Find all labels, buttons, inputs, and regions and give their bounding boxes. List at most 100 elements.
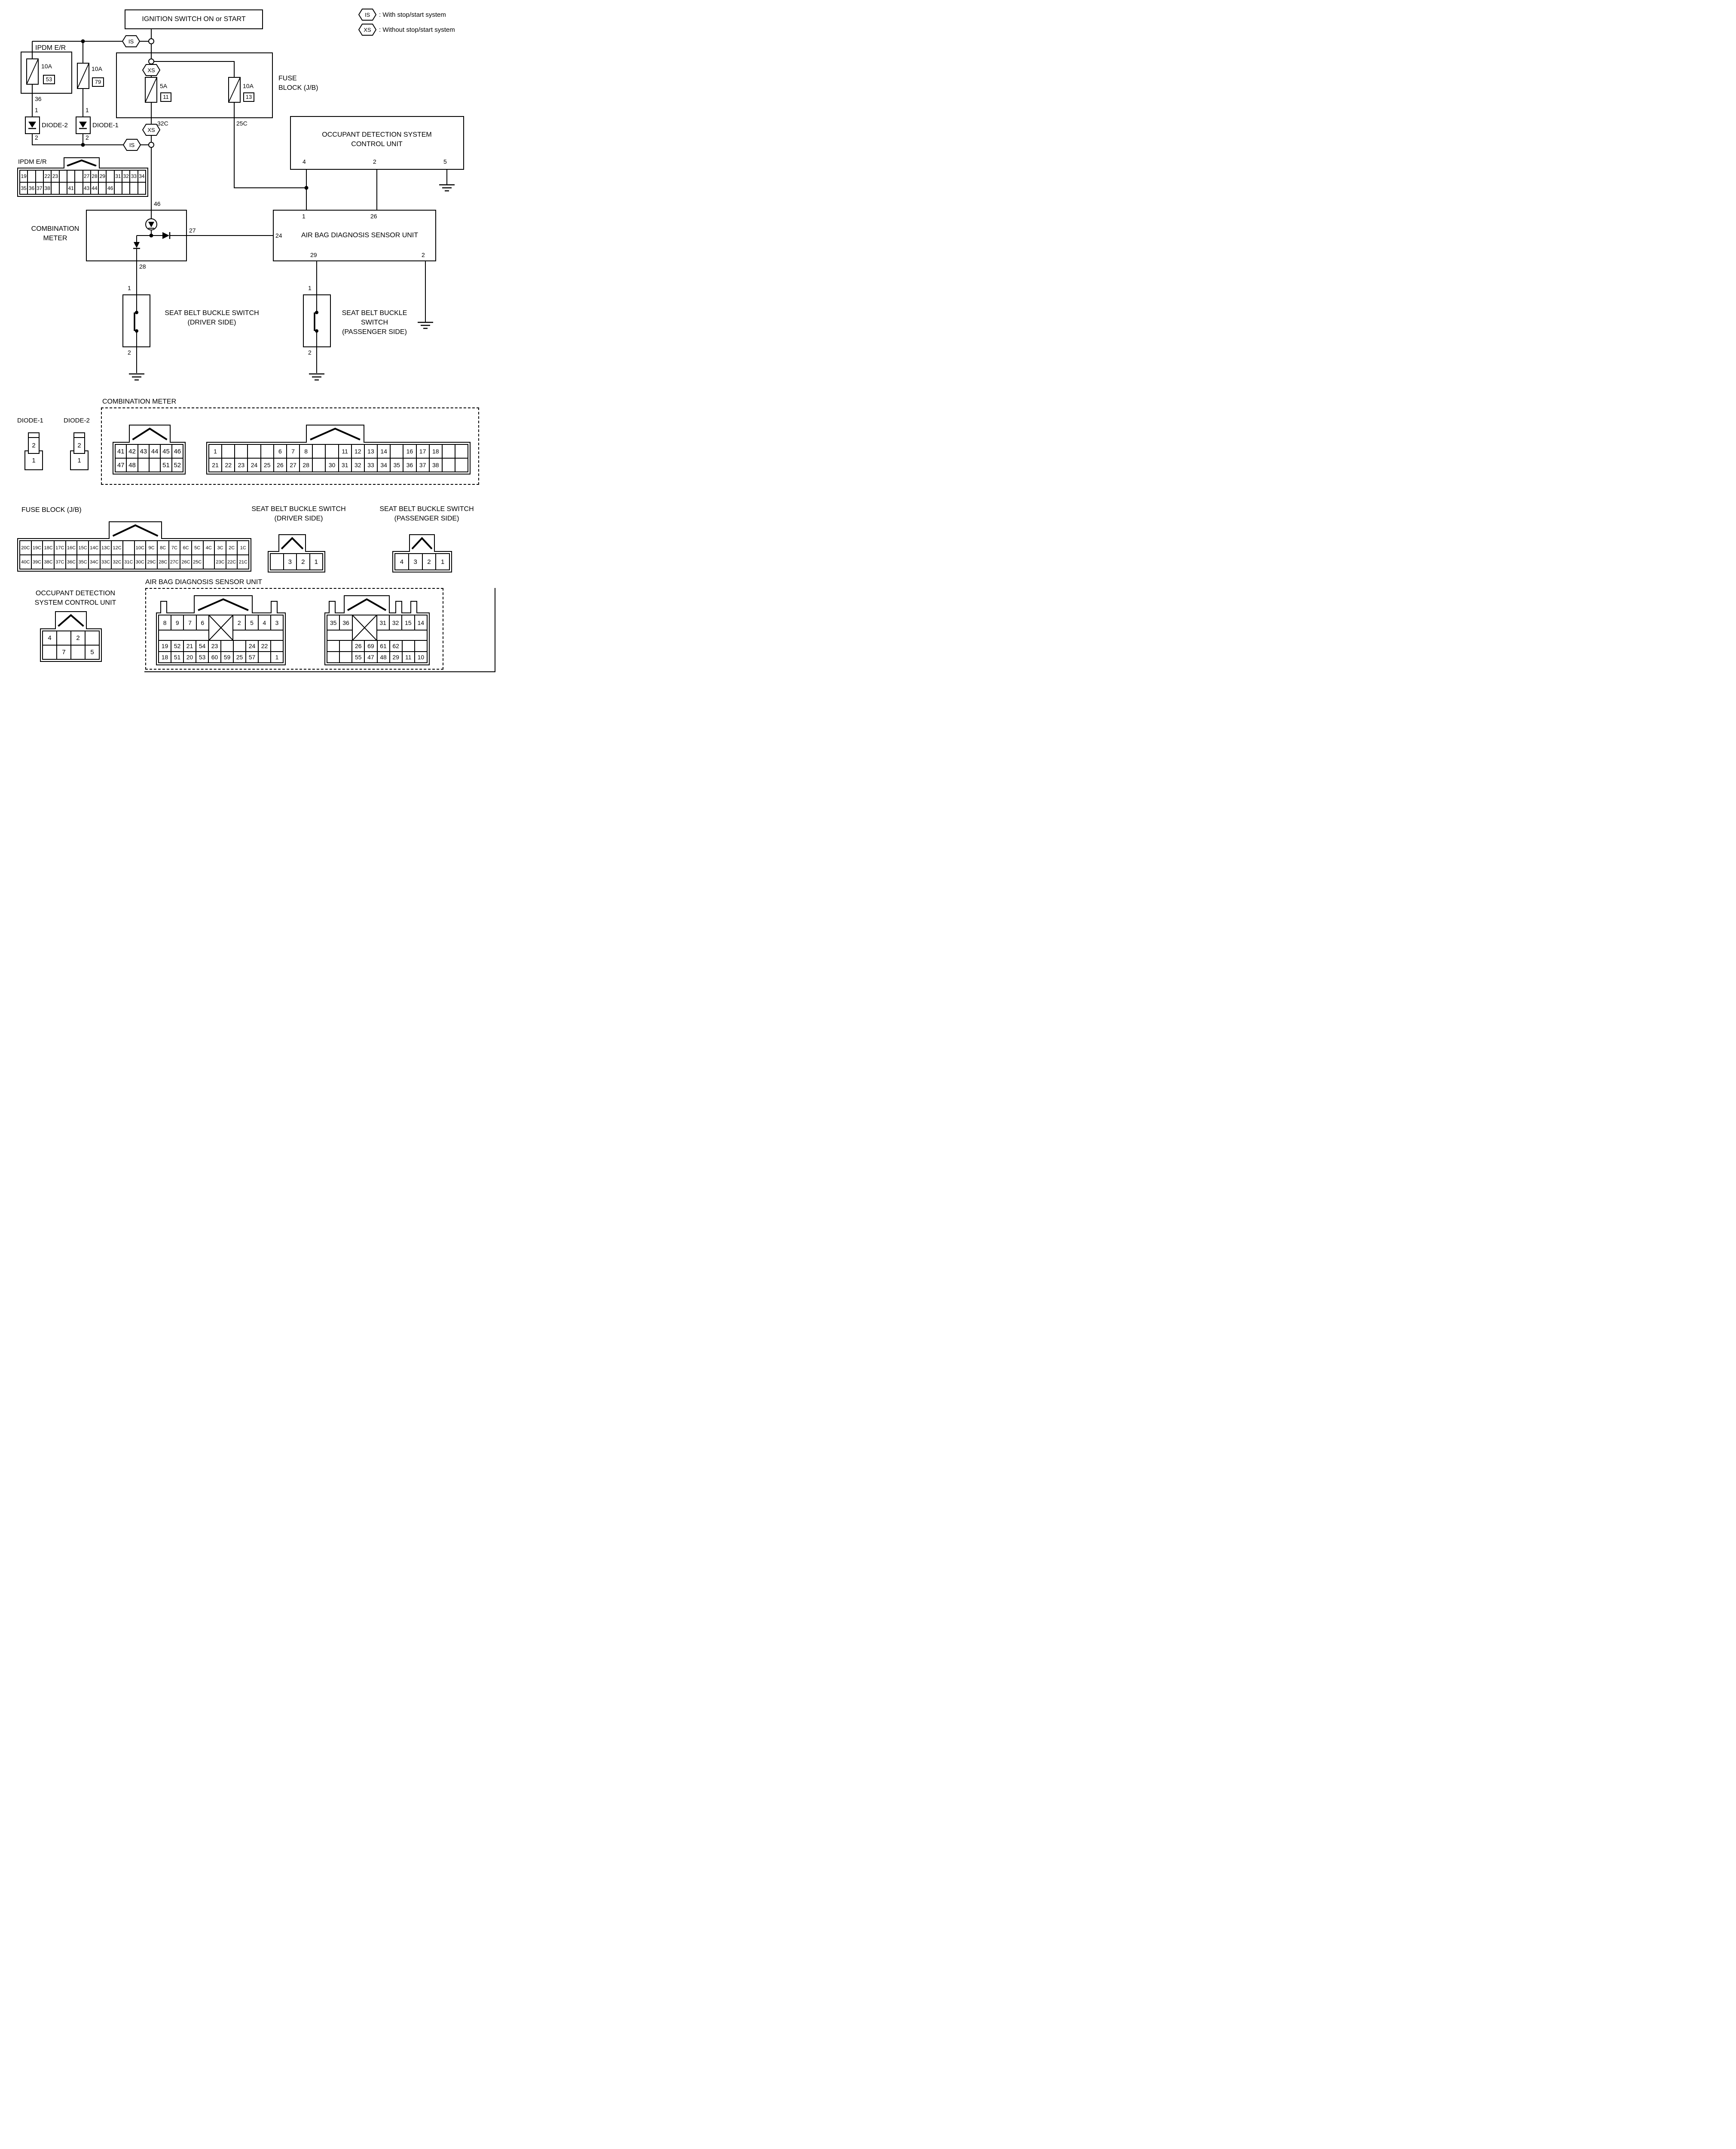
wire: [234, 102, 306, 188]
connector-cell: 45: [160, 444, 172, 459]
hexagon-is-icon: [358, 9, 377, 21]
connector-cell: 62: [389, 640, 403, 652]
connector-cell: [327, 651, 340, 663]
diode2-label: DIODE-2: [42, 122, 68, 129]
connector-cell: [220, 640, 234, 652]
driver-buckle-title-1: SEAT BELT BUCKLE SWITCH: [165, 309, 259, 317]
ignition-switch-box: IGNITION SWITCH ON or START: [125, 9, 263, 29]
connector-cell: [56, 631, 71, 646]
fuse53-num: 53: [43, 75, 55, 84]
connector-cell: 43: [137, 444, 150, 459]
connector-cell: 14C: [88, 540, 101, 555]
pin-36: 36: [35, 95, 42, 102]
blocked-cell-icon: [208, 615, 234, 641]
ground-icon: [418, 321, 433, 329]
diode1-connector-label: DIODE-1: [17, 417, 43, 424]
connector-cell: 28: [299, 458, 313, 472]
passenger-connector-label-2: (PASSENGER SIDE): [394, 515, 459, 522]
connector-cell: 32: [122, 170, 131, 183]
connector-cell: [70, 645, 86, 660]
diode-icon: [134, 242, 140, 248]
driver-buckle-title-2: (DRIVER SIDE): [187, 319, 236, 326]
connector-cell: [339, 640, 353, 652]
connector-cell: 9C: [145, 540, 158, 555]
connector-cell: 2: [77, 442, 81, 449]
connector-cell: 3: [408, 553, 423, 570]
connector-cell: [51, 182, 60, 195]
switch-contact: [135, 311, 138, 314]
connector-cell: 41: [66, 182, 76, 195]
connector-cell: [233, 640, 246, 652]
connector-cell: [58, 182, 67, 195]
connector-cell: 9: [171, 615, 184, 631]
passenger-connector-label-1: SEAT BELT BUCKLE SWITCH: [379, 505, 474, 513]
connector-cell: 31: [376, 615, 390, 631]
junction-dot: [149, 233, 153, 238]
connector-cell: 14: [377, 444, 391, 459]
connector-cell: 22: [221, 458, 235, 472]
connector-cell: 28: [90, 170, 99, 183]
connector-cell: 18: [428, 444, 443, 459]
pin-32c: 32C: [157, 120, 168, 127]
passenger-buckle-title-3: (PASSENGER SIDE): [342, 328, 407, 336]
connector-cell: 7: [183, 615, 197, 631]
connector-cell: 19: [158, 640, 171, 652]
passenger-buckle-pin-2: 2: [308, 349, 312, 356]
switch-contact: [315, 311, 318, 314]
hexagon-code: IS: [365, 12, 370, 18]
hexagon-code: XS: [364, 27, 371, 33]
connector-cell: [441, 458, 455, 472]
wiring-diagram-page: IS XS XS IS IS XS IGNITION SWITCH ON or …: [0, 0, 496, 673]
connector-cell: 32C: [111, 554, 123, 569]
connector-cell: 29: [389, 651, 403, 663]
occupant-pin-4: 4: [303, 158, 306, 165]
wire: [154, 61, 235, 77]
combo-pin-28: 28: [139, 263, 146, 270]
hexagon-xs-icon: [142, 124, 161, 136]
airbag-pin-1: 1: [302, 213, 306, 220]
connector-cell: 6C: [180, 540, 192, 555]
connector-cell: 51: [160, 458, 172, 472]
pin-46: 46: [154, 200, 161, 207]
ignition-title: IGNITION SWITCH ON or START: [142, 15, 246, 23]
connector-cell: [98, 182, 107, 195]
airbag-connector-label: AIR BAG DIAGNOSIS SENSOR UNIT: [145, 579, 263, 586]
connector-cell: 29: [98, 170, 107, 183]
connector-notch-icon: [160, 601, 167, 613]
connector-cell: 27C: [168, 554, 181, 569]
connector-cell: 36C: [65, 554, 78, 569]
fuse-block-connector-label: FUSE BLOCK (J/B): [21, 506, 82, 514]
fuse-diagonal: [228, 77, 241, 103]
connector-notch-icon: [271, 601, 278, 613]
ipdm-connector-label: IPDM E/R: [18, 158, 47, 165]
connector-cell: [414, 640, 428, 652]
combo-label-2: METER: [43, 235, 67, 242]
connector-cell: 51: [171, 651, 184, 663]
connector-cell: 53: [196, 651, 209, 663]
connector-cell: 22: [258, 640, 271, 652]
hexagon-is-icon: [122, 35, 141, 47]
diode1-label: DIODE-1: [92, 122, 119, 129]
connector-cell: 1: [32, 456, 36, 464]
fuse79-num: 79: [92, 77, 104, 87]
connector-cell: 33: [129, 170, 138, 183]
occupant-pin-5: 5: [443, 158, 447, 165]
connector-cell: 54: [196, 640, 209, 652]
connector-cell: 44: [90, 182, 99, 195]
airbag-sensor-box: [273, 210, 436, 261]
ground-icon: [439, 184, 455, 192]
connector-cell: [66, 170, 76, 183]
airbag-pin-29: 29: [310, 251, 317, 258]
connector-cell: 47: [364, 651, 378, 663]
connector-cell: 40C: [19, 554, 32, 569]
fuse-block-label-1: FUSE: [278, 75, 297, 82]
connector-cell: 25C: [191, 554, 204, 569]
connector-cell: 2: [296, 553, 310, 570]
connector-cell: 31: [338, 458, 352, 472]
